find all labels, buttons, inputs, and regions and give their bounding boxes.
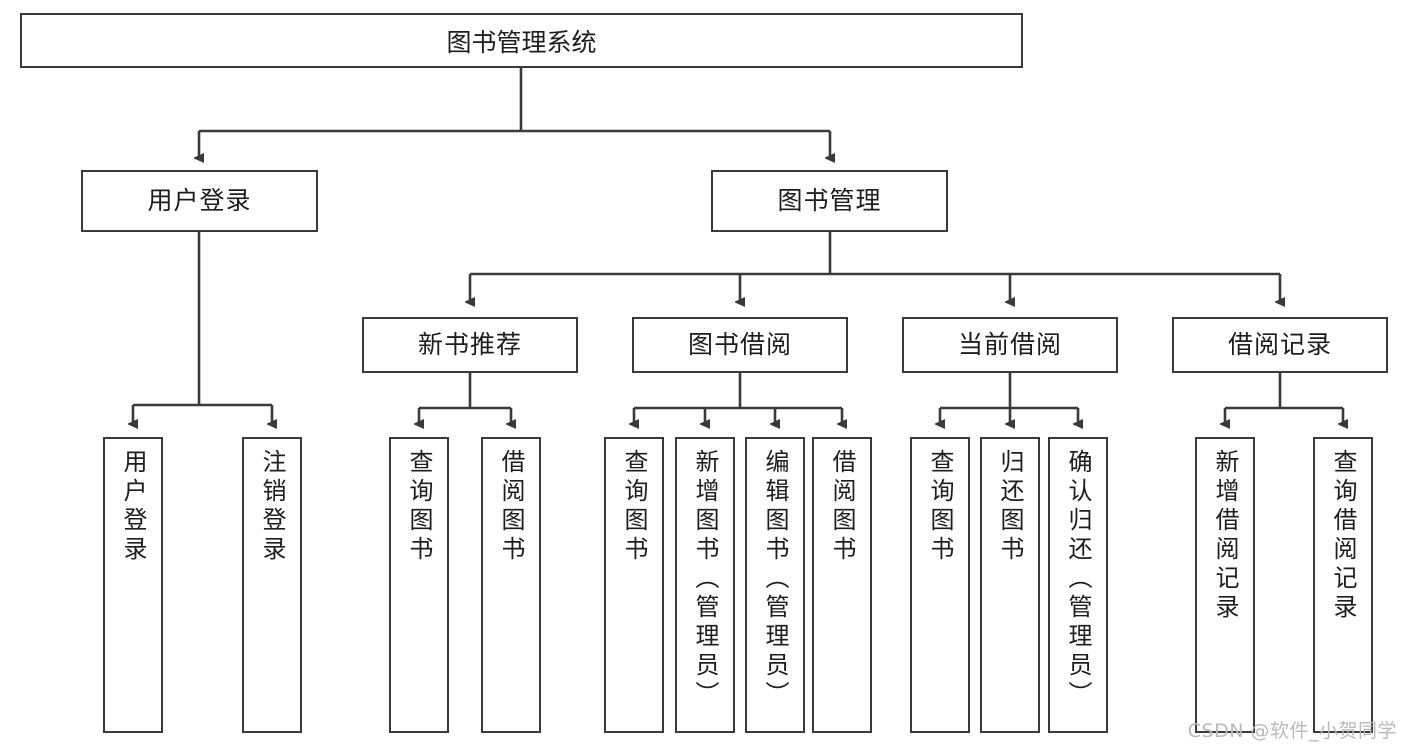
node-book-borrow[interactable]: 图书借阅 [632,317,848,373]
node-label: 查询借阅记录 [1329,449,1357,623]
node-label: 查询图书 [405,449,433,565]
node-root-system[interactable]: 图书管理系统 [20,13,1023,68]
node-label: 用户登录 [119,449,147,565]
leaf-edit-book-admin[interactable]: 编辑图书（管理员） [745,437,805,733]
node-label: 借阅记录 [1227,330,1332,360]
node-current-borrow[interactable]: 当前借阅 [902,317,1118,373]
node-label: 借阅图书 [828,449,856,565]
node-label: 新增借阅记录 [1211,449,1239,623]
node-label: 查询图书 [620,449,648,565]
node-new-book-recommend[interactable]: 新书推荐 [362,317,578,373]
node-label: 归还图书 [996,449,1024,565]
leaf-confirm-return-admin[interactable]: 确认归还（管理员） [1048,437,1108,733]
leaf-add-book-admin[interactable]: 新增图书（管理员） [675,437,735,733]
node-user-login[interactable]: 用户登录 [81,170,318,232]
leaf-borrow-book[interactable]: 借阅图书 [812,437,872,733]
leaf-return-book[interactable]: 归还图书 [980,437,1040,733]
leaf-user-logout[interactable]: 注销登录 [242,437,302,733]
node-borrow-records[interactable]: 借阅记录 [1172,317,1388,373]
leaf-user-login[interactable]: 用户登录 [103,437,163,733]
node-label: 确认归还（管理员） [1064,449,1092,710]
node-label: 图书管理系统 [446,27,597,57]
node-label: 借阅图书 [497,449,525,565]
leaf-borrow-book-recommend[interactable]: 借阅图书 [481,437,541,733]
leaf-query-book-recommend[interactable]: 查询图书 [389,437,449,733]
node-label: 用户登录 [147,186,252,216]
node-label: 图书借阅 [687,330,792,360]
node-book-management[interactable]: 图书管理 [711,170,948,232]
leaf-add-borrow-record[interactable]: 新增借阅记录 [1195,437,1255,733]
node-label: 编辑图书（管理员） [761,449,789,710]
node-label: 查询图书 [926,449,954,565]
node-label: 新书推荐 [417,330,522,360]
node-label: 当前借阅 [957,330,1062,360]
leaf-query-book-current[interactable]: 查询图书 [910,437,970,733]
leaf-query-book[interactable]: 查询图书 [604,437,664,733]
watermark-text: CSDN @软件_小贺同学 [1187,720,1397,742]
node-label: 图书管理 [777,186,882,216]
node-label: 注销登录 [258,449,286,565]
leaf-query-borrow-record[interactable]: 查询借阅记录 [1313,437,1373,733]
node-label: 新增图书（管理员） [691,449,719,710]
